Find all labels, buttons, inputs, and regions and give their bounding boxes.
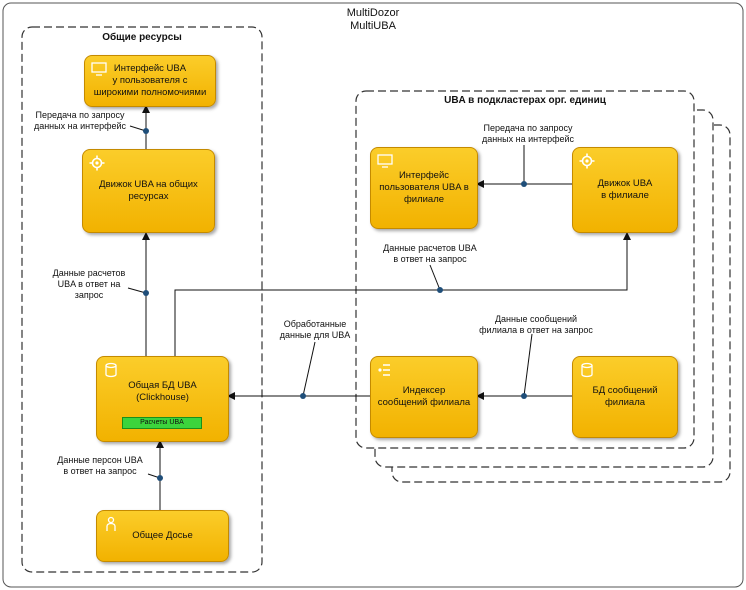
node-uba-engine-shared[interactable]: Движок UBA на общих ресурсах — [82, 149, 215, 233]
node-common-dossier[interactable]: Общее Досье — [96, 510, 229, 562]
leader-line — [429, 264, 441, 291]
indexer-icon — [378, 364, 390, 376]
edge-label-dossier-to-db: Данные персон UBA в ответ на запрос — [57, 455, 143, 476]
monitor-icon — [377, 154, 393, 168]
shared-resources-title: Общие ресурсы — [102, 32, 182, 43]
connector-dot — [521, 393, 527, 399]
node-branch-user-interface[interactable]: Интерфейс пользователя UBA в филиале — [370, 147, 478, 229]
connector-dot — [300, 393, 306, 399]
edge-db-to-branch-engine — [174, 232, 631, 356]
leader-line — [302, 341, 316, 397]
node-label: Движок UBA в филиале — [597, 178, 653, 201]
node-branch-messages-db[interactable]: БД сообщений филиала — [572, 356, 678, 438]
title-line-2: MultiUBA — [350, 20, 396, 32]
edge-label-branch-engine-to-interface: Передача по запросу данных на интерфейс — [481, 123, 575, 144]
node-label: Движок UBA на общих ресурсах — [99, 179, 198, 202]
node-uba-interface-admin[interactable]: Интерфейс UBA у пользователя с широкими … — [84, 55, 216, 107]
engine-icon — [89, 155, 105, 171]
edge-label-shared-engine-to-interface: Передача по запросу данных на интерфейс — [33, 110, 127, 131]
node-uba-db-shared[interactable]: Общая БД UBA (Clickhouse) Расчеты UBA — [96, 356, 229, 442]
diagram-title: MultiDozor MultiUBA — [323, 7, 423, 33]
edge-label-messages-to-indexer: Данные сообщений филиала в ответ на запр… — [479, 314, 593, 335]
connector-dot — [437, 287, 443, 293]
node-label: Интерфейс UBA у пользователя с широкими … — [93, 63, 207, 98]
title-line-1: MultiDozor — [346, 7, 400, 19]
monitor-icon — [91, 62, 107, 76]
edge-label-indexer-to-db: Обработанные данные для UBA — [279, 319, 351, 340]
connector-dot — [157, 475, 163, 481]
leader-line — [523, 333, 533, 397]
database-icon — [581, 362, 593, 378]
database-icon — [105, 362, 117, 378]
edge-label-db-to-branch-engine: Данные расчетов UBA в ответ на запрос — [383, 243, 477, 264]
node-label: Интерфейс пользователя UBA в филиале — [379, 170, 469, 205]
node-branch-indexer[interactable]: Индексер сообщений филиала — [370, 356, 478, 438]
leader-line — [127, 287, 147, 294]
connector-dot — [143, 128, 149, 134]
node-label: Общая БД UBA (Clickhouse) — [128, 380, 197, 403]
engine-icon — [579, 153, 595, 169]
node-label: Индексер сообщений филиала — [377, 385, 471, 408]
edge-label-shared-db-to-engine: Данные расчетов UBA в ответ на запрос — [52, 268, 126, 300]
connector-dot — [143, 290, 149, 296]
branches-group-title: UBA в подкластерах орг. единиц — [444, 95, 606, 106]
node-label: БД сообщений филиала — [592, 385, 658, 408]
person-icon — [106, 516, 116, 531]
uba-calculations-badge: Расчеты UBA — [122, 417, 202, 429]
connector-dot — [521, 181, 527, 187]
node-label: Общее Досье — [132, 530, 193, 541]
node-branch-engine[interactable]: Движок UBA в филиале — [572, 147, 678, 233]
